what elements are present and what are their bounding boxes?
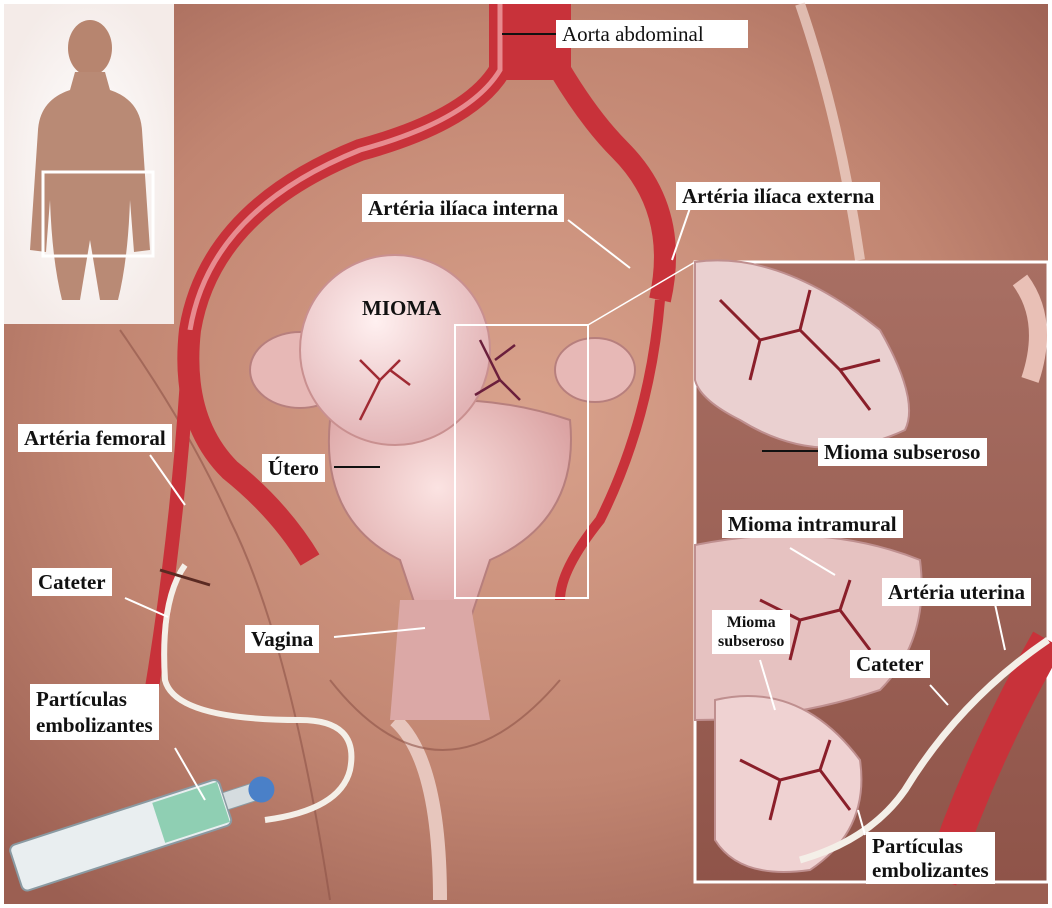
label-arteria-iliaca-externa: Artéria ilíaca externa	[676, 182, 880, 210]
mioma-shape	[300, 255, 490, 445]
label-vagina: Vagina	[245, 625, 319, 653]
label-cateter-right: Cateter	[850, 650, 930, 678]
label-mioma-intramural: Mioma intramural	[722, 510, 903, 538]
label-arteria-iliaca-interna: Artéria ilíaca interna	[362, 194, 564, 222]
label-particulas-embolizantes-right: Partículas embolizantes	[866, 832, 995, 884]
right-ovary	[555, 338, 635, 402]
label-mioma-subseroso-small: Mioma subseroso	[712, 610, 790, 654]
label-aorta-abdominal: Aorta abdominal	[556, 20, 748, 48]
label-utero: Útero	[262, 454, 325, 482]
label-subseroso-small-line2: subseroso	[718, 632, 784, 651]
label-arteria-uterina: Artéria uterina	[882, 578, 1031, 606]
figure-head	[68, 20, 112, 76]
label-mioma: MIOMA	[362, 296, 441, 320]
label-mioma-subseroso-right: Mioma subseroso	[818, 438, 987, 466]
label-cateter-left: Cateter	[32, 568, 112, 596]
label-particulas-left-line2: embolizantes	[36, 712, 153, 738]
label-particulas-right-line1: Partículas	[872, 834, 989, 858]
label-particulas-right-line2: embolizantes	[872, 858, 989, 882]
label-subseroso-small-line1: Mioma	[718, 613, 784, 632]
label-particulas-left-line1: Partículas	[36, 686, 153, 712]
label-arteria-femoral: Artéria femoral	[18, 424, 172, 452]
label-particulas-embolizantes-left: Partículas embolizantes	[30, 684, 159, 740]
